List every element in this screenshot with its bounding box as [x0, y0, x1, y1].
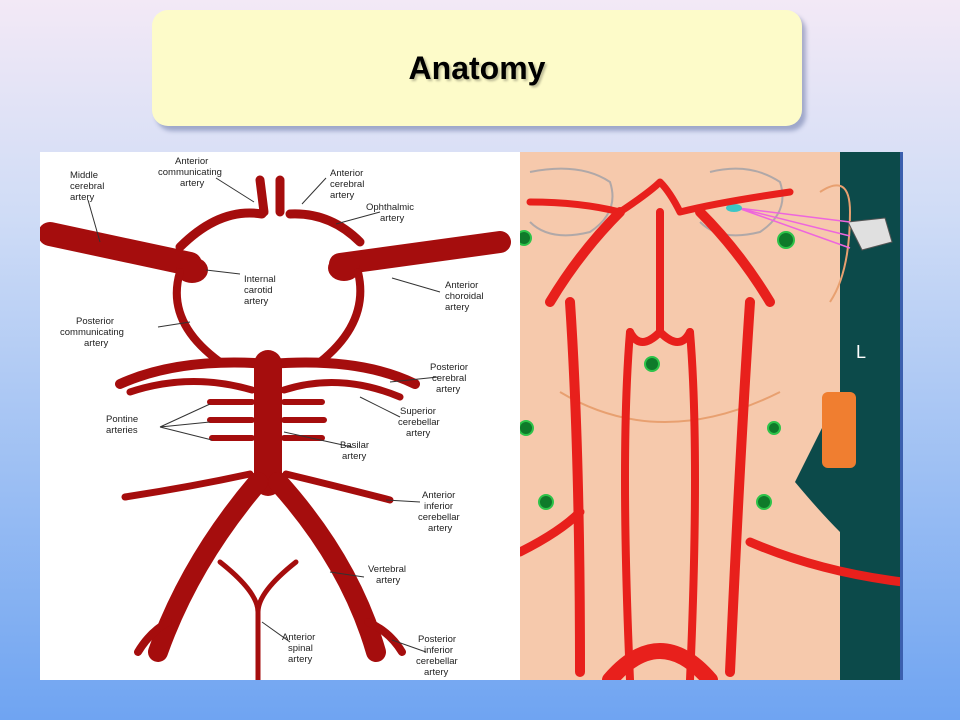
slide-title: Anatomy	[408, 49, 546, 86]
marker-dot	[520, 420, 534, 436]
right-carotid	[695, 207, 775, 677]
ophthalmic-target	[726, 204, 742, 212]
left-internal-carotid-end	[176, 257, 208, 283]
marker-dot	[520, 230, 532, 246]
anterior-cerebral-upper-branch	[175, 208, 365, 252]
right-middle-cerebral-artery	[329, 231, 511, 275]
transducer-probe	[847, 217, 893, 251]
basilar-artery-right	[626, 208, 694, 346]
bone-shape	[822, 392, 856, 468]
marker-dot	[767, 421, 781, 435]
side-label-L: L	[856, 342, 866, 362]
ultrasound-beam	[737, 207, 851, 249]
posterior-inferior-cerebellar-arteries	[134, 618, 406, 656]
head-neck-arteries-illustration: L	[520, 152, 903, 680]
neck-branches	[520, 507, 903, 587]
left-vertebral-artery	[148, 472, 268, 662]
left-carotid	[545, 207, 625, 677]
anterior-spinal-artery	[217, 559, 299, 680]
vertebral-arteries	[621, 328, 699, 680]
right-internal-carotid-end	[328, 255, 360, 281]
right-edge-bar	[900, 152, 903, 680]
posterior-communicating-arteries	[172, 268, 365, 366]
marker-dot	[756, 494, 772, 510]
left-middle-cerebral-artery	[40, 222, 202, 276]
circle-of-willis-branches	[526, 178, 794, 216]
ear-outline	[819, 184, 852, 303]
right-vertebral-artery	[268, 472, 386, 662]
marker-dot	[777, 231, 795, 249]
pontine-arteries	[207, 399, 327, 441]
marker-dot	[538, 494, 554, 510]
anterior-inferior-cerebellar-arteries	[121, 470, 394, 504]
leader-lines	[87, 177, 441, 653]
jaw-outline	[559, 391, 781, 423]
title-box: Anatomy	[152, 10, 802, 126]
anterior-cerebral-arteries	[255, 175, 285, 217]
superior-cerebellar-arteries	[126, 378, 404, 401]
marker-dot	[644, 356, 660, 372]
head-neck-svg: L	[520, 152, 903, 680]
aortic-arch	[602, 643, 718, 680]
